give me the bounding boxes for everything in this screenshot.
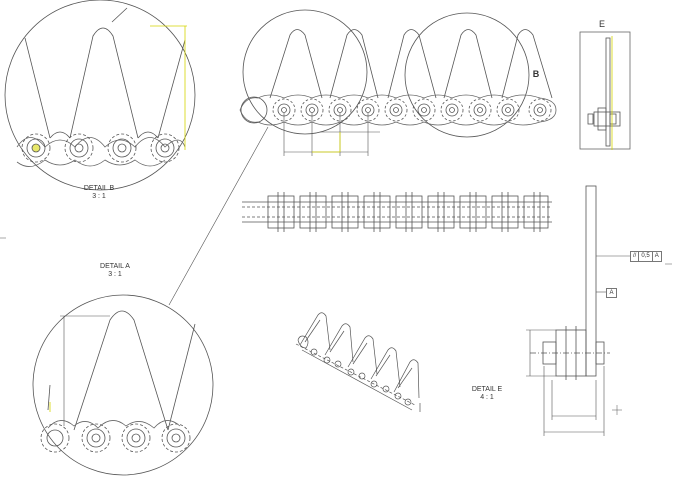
detail-b-callout-circle	[404, 12, 530, 138]
callout-b-label: B	[532, 69, 540, 79]
detail-e-scale: 4 : 1	[480, 394, 494, 401]
detail-a-title: DETAIL A	[100, 263, 130, 270]
detail-e-label: DETAIL E 4 : 1	[462, 386, 512, 402]
side-view	[526, 185, 630, 436]
detail-a-callout-circle	[242, 9, 368, 135]
detail-b-circle	[4, 0, 196, 191]
parallelism-tolerance-frame: // 0,5 A	[630, 251, 662, 262]
main-rollers	[272, 98, 552, 122]
parallelism-value: 0,5	[639, 252, 653, 261]
detail-a-scale: 3 : 1	[108, 271, 122, 278]
section-e-view	[579, 31, 631, 150]
datum-a-box: A	[606, 288, 617, 298]
detail-a-rollers	[40, 423, 191, 453]
detail-b-view	[4, 0, 196, 191]
plan-view	[242, 192, 552, 232]
detail-b-rollers	[21, 133, 180, 163]
detail-a-circle	[32, 294, 214, 476]
section-e-label: E	[598, 19, 605, 29]
detail-b-label: DETAIL B 3 : 1	[74, 185, 124, 201]
detail-b-scale: 3 : 1	[92, 193, 106, 200]
parallelism-symbol: //	[631, 252, 640, 261]
detail-a-leader	[168, 126, 269, 306]
detail-a-label: DETAIL A 3 : 1	[90, 263, 140, 279]
detail-b-title: DETAIL B	[83, 185, 115, 192]
parallelism-datum: A	[654, 253, 659, 259]
detail-e-title: DETAIL E	[471, 386, 503, 393]
isometric-view	[295, 312, 421, 412]
detail-a-view	[32, 294, 214, 476]
main-front-view	[239, 9, 557, 156]
